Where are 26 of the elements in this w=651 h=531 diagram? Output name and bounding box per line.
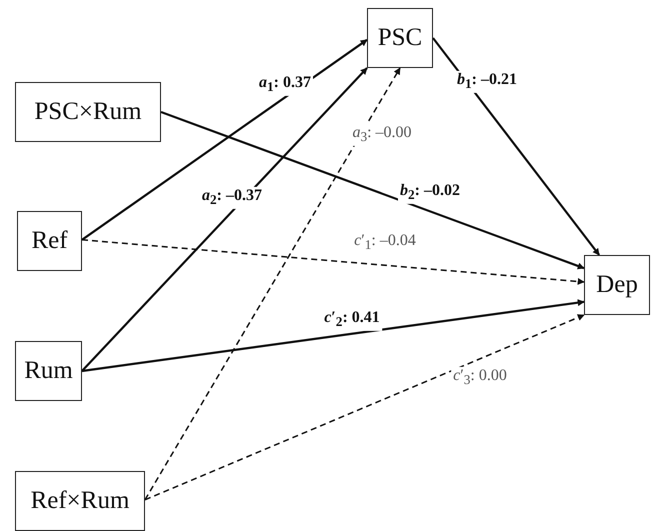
arrow — [81, 67, 368, 372]
dashed-arrow — [82, 239, 585, 285]
variable-name: Rum — [24, 357, 73, 385]
arrow — [82, 299, 585, 372]
edge-label: b$_{1}$: –0.21 — [455, 70, 519, 94]
variable-box — [15, 471, 145, 531]
variable-box — [17, 211, 82, 271]
edge-label: a$_{3}$: –0.00 — [350, 124, 414, 146]
dashed-arrow — [144, 67, 401, 500]
edge-label: c′$_{2}$: 0.41 — [322, 308, 382, 332]
variable-box — [367, 8, 433, 68]
variable-name: PSC — [378, 24, 422, 52]
variable-name: Ref — [31, 227, 68, 255]
arrow — [81, 38, 368, 241]
edge-label: a$_{1}$: 0.37 — [257, 74, 313, 96]
variable-box — [15, 82, 161, 142]
variable-box — [584, 255, 650, 315]
variable-name: Dep — [596, 271, 638, 299]
variable-name: Ref×Rum — [30, 487, 130, 515]
arrow — [160, 110, 585, 270]
variable-name: PSC×Rum — [34, 98, 142, 126]
variable-box — [15, 341, 82, 401]
edge-label: a$_{2}$: –0.37 — [200, 186, 264, 210]
dashed-arrow — [144, 314, 585, 500]
arrow — [432, 37, 600, 256]
edge-label: b$_{2}$: –0.02 — [398, 182, 462, 204]
